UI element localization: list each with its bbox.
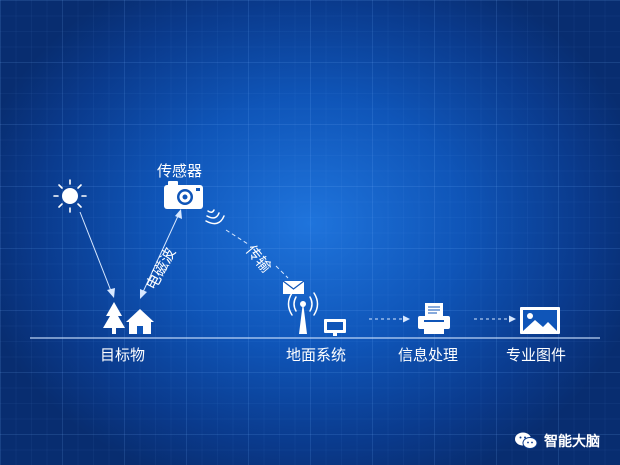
transmission-link [225,229,289,279]
special-map-label: 专业图件 [506,346,567,364]
antenna-waves-icon [287,292,319,316]
flow-arrow-1 [369,315,410,323]
signal-waves-icon [205,209,225,225]
sensor-label: 传感器 [157,162,203,180]
flow-arrow-2 [474,315,516,323]
info-processing-label: 信息处理 [398,346,459,364]
house-icon [126,309,154,334]
antenna-icon [299,301,307,334]
em-wave-arrow [140,209,182,299]
image-icon [520,307,560,334]
target-label: 目标物 [100,346,146,364]
ground-system-label: 地面系统 [286,346,347,364]
tree-icon [103,302,125,334]
printer-icon [418,303,450,334]
watermark-text: 智能大脑 [544,434,600,450]
monitor-icon [324,319,346,336]
camera-icon [164,181,203,209]
sunlight-arrow [79,211,115,298]
envelope-icon [282,280,305,294]
watermark: 智能大脑 [514,431,600,451]
sun-icon [53,179,87,213]
wechat-icon [515,432,538,449]
